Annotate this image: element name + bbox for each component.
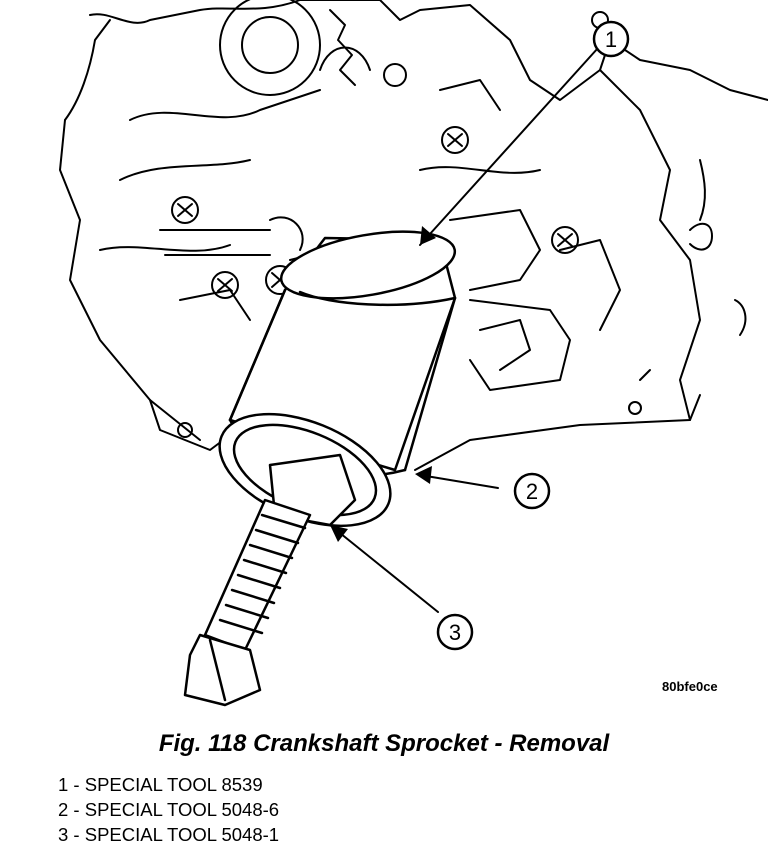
bolt-7 [177,422,193,438]
legend-list: 1 - SPECIAL TOOL 8539 2 - SPECIAL TOOL 5… [58,772,279,847]
callout-number-2: 2 [526,479,538,504]
legend-item-2: 2 - SPECIAL TOOL 5048-6 [58,799,280,820]
callout-number-1: 1 [605,27,617,52]
leader-1 [419,47,599,246]
arrowhead-1 [420,226,436,245]
callout-circle-3 [436,613,474,651]
bolt-2 [211,271,239,299]
water-pump-gear [219,0,356,96]
bolt-5 [383,63,407,87]
arrowhead-3 [330,525,348,542]
callout-arrowheads [330,226,436,542]
bolt-8 [628,401,642,415]
leader-2 [419,474,499,489]
leader-3 [329,524,439,613]
figure-caption: Fig. 118 Crankshaft Sprocket - Removal [158,730,610,757]
callout-circles [436,20,630,651]
image-code: 80bfe0ce [662,679,718,694]
crankshaft-sprocket-removal-illustration: 1 2 3 [59,0,768,707]
special-tool-8539-sleeve [228,230,457,478]
callout-circle-1 [592,20,630,58]
arrowhead-2 [415,466,432,484]
callout-leaders [329,47,599,613]
callout-circle-2 [513,472,551,510]
bolt-4 [441,126,469,154]
bolt-1 [171,196,199,224]
bolt-6 [551,226,579,254]
callout-number-3: 3 [449,620,461,645]
legend-item-3: 3 - SPECIAL TOOL 5048-1 [58,824,280,845]
legend-item-1: 1 - SPECIAL TOOL 8539 [58,774,263,795]
special-tool-5048-1-screw [183,453,357,707]
